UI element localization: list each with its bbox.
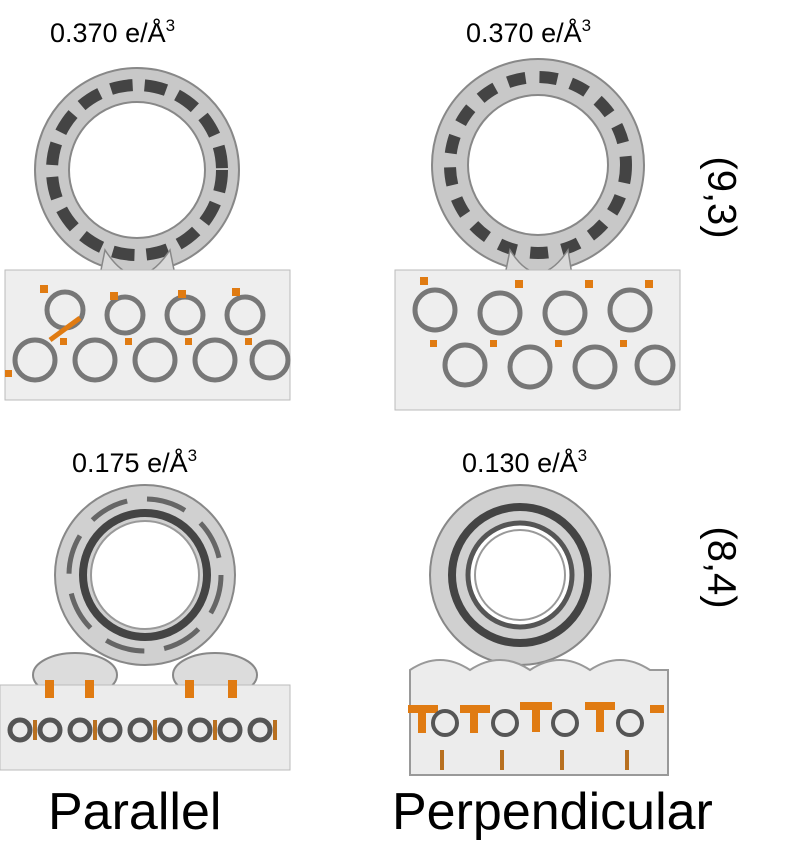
column-label-parallel: Parallel [48, 783, 222, 841]
substrate-lattice [0, 652, 291, 771]
isovalue-label: 0.370 e/Å3 [466, 16, 592, 48]
nanotube-ring [431, 58, 645, 272]
nanotube-ring [429, 484, 611, 666]
row-label-93: (9,3) [699, 156, 744, 239]
isovalue-label: 0.370 e/Å3 [50, 16, 176, 48]
nanotube-93-parallel-panel [4, 67, 291, 401]
isovalue-label: 0.175 e/Å3 [72, 446, 198, 478]
substrate-lattice [394, 269, 681, 411]
substrate-lattice [408, 659, 669, 776]
nanotube-ring [34, 67, 240, 273]
nanotube-84-perpendicular-panel [408, 484, 669, 776]
substrate-lattice [4, 269, 291, 401]
row-label-84: (8,4) [699, 526, 744, 609]
nanotube-84-parallel-panel [0, 484, 291, 771]
nanotube-ring [54, 484, 236, 666]
isovalue-label: 0.130 e/Å3 [462, 446, 588, 478]
column-label-perpendicular: Perpendicular [392, 783, 713, 841]
nanotube-93-perpendicular-panel [394, 58, 681, 411]
